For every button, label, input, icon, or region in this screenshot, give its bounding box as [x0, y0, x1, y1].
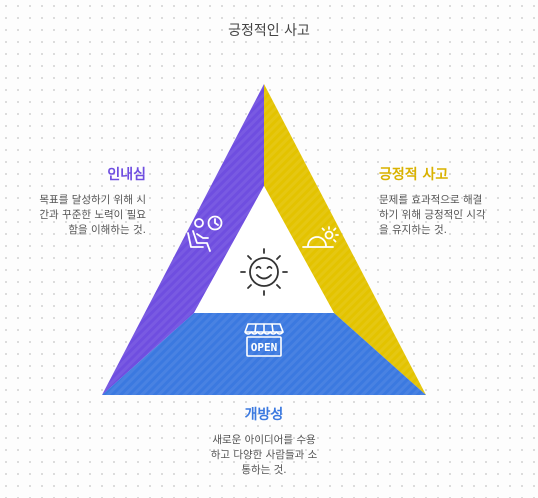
left-segment-texture [102, 84, 264, 395]
positive-thinking-heading: 긍정적 사고 [379, 167, 449, 183]
patience-description: 목표를 달성하기 위해 시 간과 꾸준한 노력이 필요 함을 이해하는 것. [39, 194, 146, 236]
right-segment-texture [264, 84, 426, 395]
positive-thinking-description: 문제를 효과적으로 해결 하기 위해 긍정적인 시각 을 유지하는 것. [379, 194, 486, 236]
page-title: 긍정적인 사고 [228, 23, 310, 39]
person-waiting-clock-icon [187, 215, 223, 252]
open-shop-icon: OPEN [244, 323, 284, 357]
openness-description: 새로운 아이디어를 수용 하고 다양한 사람들과 소 통하는 것. [210, 434, 318, 476]
sunrise-icon [302, 226, 339, 248]
openness-heading: 개방성 [244, 407, 284, 423]
bottom-segment-texture [102, 313, 426, 395]
patience-heading: 인내심 [107, 167, 146, 183]
smiling-sun-icon [240, 248, 288, 296]
open-sign-text: OPEN [251, 341, 278, 354]
